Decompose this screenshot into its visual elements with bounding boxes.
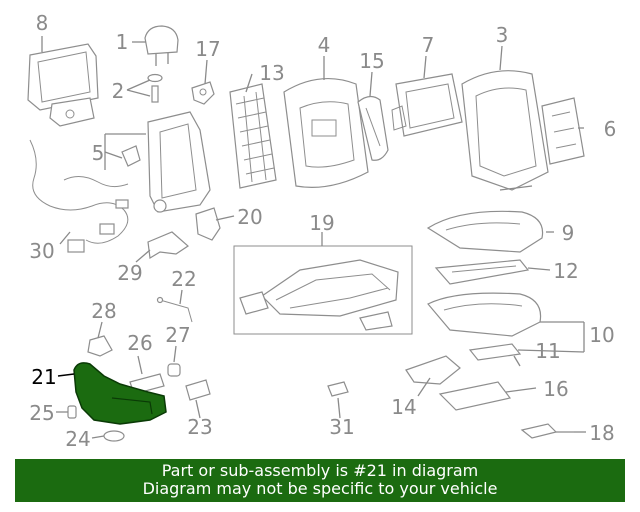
callout-26: 26 [127, 331, 152, 355]
callout-11: 11 [535, 339, 560, 363]
callout-29: 29 [117, 261, 142, 285]
part-22-rod [156, 296, 193, 323]
callout-15: 15 [359, 49, 384, 73]
callout-25: 25 [29, 401, 54, 425]
part-31-clip [327, 381, 349, 397]
part-11-sensor [468, 343, 522, 367]
callout-1: 1 [116, 30, 129, 54]
callout-12: 12 [553, 259, 578, 283]
callout-labels: 8 1 2 17 13 4 15 7 3 5 6 30 20 19 9 12 2… [29, 11, 616, 451]
callout-17: 17 [195, 37, 220, 61]
part-8-seat-back-panel [27, 43, 99, 127]
part-20-bracket [195, 207, 221, 241]
part-27-clip [167, 363, 181, 377]
callout-19: 19 [309, 211, 334, 235]
part-6-back-panel [541, 97, 585, 165]
callout-3: 3 [496, 23, 509, 47]
caption-line-2: Diagram may not be specific to your vehi… [142, 479, 498, 498]
part-2-guide [147, 73, 163, 103]
part-15-side-bolster [357, 95, 389, 161]
callout-22: 22 [171, 267, 196, 291]
callout-31: 31 [329, 415, 354, 439]
part-13-spring-mat [229, 83, 277, 189]
caption-banner: Part or sub-assembly is #21 in diagram D… [15, 459, 625, 502]
part-4-back-pad [283, 78, 369, 188]
callout-8: 8 [36, 11, 49, 35]
callout-30: 30 [29, 239, 54, 263]
callout-5: 5 [92, 141, 105, 165]
callout-23: 23 [187, 415, 212, 439]
part-25-clip [67, 405, 77, 419]
part-18-cable [520, 423, 574, 439]
callout-6: 6 [604, 117, 617, 141]
part-10-cushion-pad [427, 292, 542, 337]
part-19-seat-adjuster [233, 245, 413, 335]
part-16-panel [438, 381, 512, 411]
part-7-lumbar-module [391, 73, 463, 137]
callout-16: 16 [543, 377, 568, 401]
part-1-headrest [144, 25, 179, 66]
part-23-switch [185, 379, 211, 401]
caption-line-1: Part or sub-assembly is #21 in diagram [161, 461, 479, 480]
callout-7: 7 [422, 33, 435, 57]
callout-4: 4 [318, 33, 331, 57]
callout-2: 2 [112, 79, 125, 103]
callout-14: 14 [391, 395, 416, 419]
callout-13: 13 [259, 61, 284, 85]
callout-24: 24 [65, 427, 90, 451]
part-21-outer-trim-panel-highlighted [73, 362, 167, 425]
part-30-wiring-harness [29, 139, 129, 253]
callout-21-highlighted: 21 [31, 365, 56, 389]
leader-lines [41, 36, 586, 439]
callout-18: 18 [589, 421, 614, 445]
part-9-cushion-cover [426, 210, 544, 253]
parts-diagram: 8 1 2 17 13 4 15 7 3 5 6 30 20 19 9 12 2… [27, 11, 616, 451]
callout-28: 28 [91, 299, 116, 323]
callout-27: 27 [165, 323, 190, 347]
part-29-bracket [147, 231, 189, 259]
callout-9: 9 [562, 221, 575, 245]
part-12-heater-mat [434, 259, 530, 285]
part-24-cap [103, 430, 125, 442]
part-28-bracket [87, 335, 113, 357]
part-17-bracket [191, 81, 215, 105]
part-3-back-cover [461, 70, 549, 191]
part-5-seat-back-frame [121, 111, 211, 213]
part-14-bracket [405, 355, 461, 385]
callout-10: 10 [589, 323, 614, 347]
callout-20: 20 [237, 205, 262, 229]
